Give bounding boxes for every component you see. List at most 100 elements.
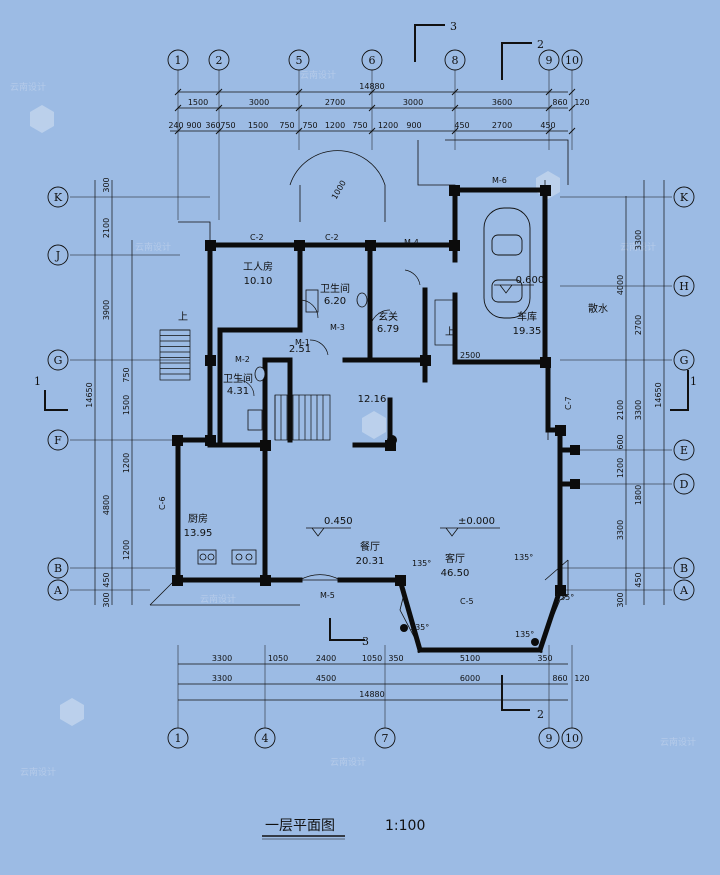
dimension-text: 3300 [212,654,232,663]
dimension-text: 1200 [378,121,398,130]
drawing-title: 一层平面图 [265,818,335,834]
dimension-text: 14880 [359,82,384,91]
grid-label: F [54,434,62,447]
dimension-text: 350 [388,654,403,663]
grid-label: 6 [369,54,376,67]
watermark-text: 云南设计 [660,736,696,748]
dimension-text: 1200 [122,453,131,473]
room-area: 6.20 [324,296,346,307]
grid-label: 8 [452,54,459,67]
section-label-2: 2 [537,38,544,51]
dimension-lines [94,91,665,701]
dimension-text: 240 [168,121,183,130]
room-area: 13.95 [184,528,213,539]
dimension-text: 1200 [616,458,625,478]
slope-label: 散水 [588,302,608,315]
watermark-text: 云南设计 [10,81,46,93]
grid-label: 7 [382,732,389,745]
dimension-text: 2100 [616,400,625,420]
room-area: 10.10 [244,276,273,287]
section-label-2: 2 [537,708,544,721]
dimension-text: 14650 [654,382,663,407]
grid-label: 10 [565,54,579,67]
dimension-text: 1800 [634,485,643,505]
window-label: C-6 [158,496,167,510]
dimension-text: 1000 [330,179,348,201]
dimension-text: 750 [352,121,367,130]
section-markers [44,24,689,711]
drawing-scale: 1:100 [385,818,425,834]
dimension-text: 360 [205,121,220,130]
dimension-text: 14650 [85,382,94,407]
dimension-text: 6000 [460,674,480,683]
grid-label: B [680,562,688,575]
door-label: M-4 [404,238,419,247]
dimension-text: 1200 [325,121,345,130]
dimension-text: 1200 [122,540,131,560]
dimension-text: 450 [102,572,111,587]
angle-label: 135° [514,553,533,562]
dimension-text: 750 [220,121,235,130]
grid-label: E [680,444,688,457]
title-block: 一层平面图 1:100 [262,818,425,840]
grid-bubble-labels: 1 2 5 6 8 9 10 1 4 7 9 10 K J G F B A K … [53,54,689,745]
door-label: M-6 [492,176,507,185]
stair-up-label: 上 [178,311,188,323]
columns [172,185,580,596]
grid-label: G [54,354,63,367]
grid-label: 2 [216,54,223,67]
watermark-text: 云南设计 [620,241,656,253]
dimension-text: 3300 [616,520,625,540]
grid-label: A [679,584,689,597]
dimension-text: 4800 [102,495,111,515]
window-label: C-5 [460,597,474,606]
dimension-text: 3600 [492,98,512,107]
angle-label: 135° [555,593,574,602]
grid-label: H [679,280,689,293]
grid-label: 1 [175,54,182,67]
car-icon [483,207,531,319]
door-label: M-5 [320,591,335,600]
stairs [159,299,456,441]
dimension-text: 450 [540,121,555,130]
door-label: M-3 [330,323,345,332]
room-area: 2.51 [289,344,311,355]
level-marks [306,284,534,537]
grid-label: 4 [262,732,269,745]
dimension-text: 900 [406,121,421,130]
left-dimensions: 14650 300 2100 3900 750 1500 1200 4800 1… [85,177,131,607]
room-name: 卫生间 [320,282,350,295]
room-name: 厨房 [188,512,208,525]
round-columns [387,435,539,646]
watermark-text: 云南设计 [200,593,236,605]
room-name: 餐厅 [360,540,380,553]
grid-label: 10 [565,732,579,745]
dimension-text: 750 [279,121,294,130]
door-label: M-2 [235,355,250,364]
grid-label: 5 [296,54,303,67]
dimension-text: 450 [634,572,643,587]
room-name: 卫生间 [223,372,253,385]
watermark-text: 云南设计 [330,756,366,768]
level-text: -0.600 [512,275,544,286]
dimension-text: 2400 [316,654,336,663]
dimension-text: 1500 [188,98,208,107]
door-label: M-1 [295,338,310,347]
grid-label: B [54,562,62,575]
grid-label: 1 [175,732,182,745]
room-area: 4.31 [227,386,249,397]
grid-label: A [53,584,63,597]
dimension-text: 2700 [325,98,345,107]
grid-label: D [680,478,689,491]
dimension-text: 2700 [492,121,512,130]
dimension-text: 1500 [122,395,131,415]
dimension-text: 600 [616,434,625,449]
dimension-text: 300 [102,177,111,192]
room-name: 工人房 [243,260,273,273]
section-label-3: 3 [362,635,369,648]
dimension-text: 1500 [248,121,268,130]
dimension-text: 14880 [359,690,384,699]
angle-label: 135° [515,630,534,639]
